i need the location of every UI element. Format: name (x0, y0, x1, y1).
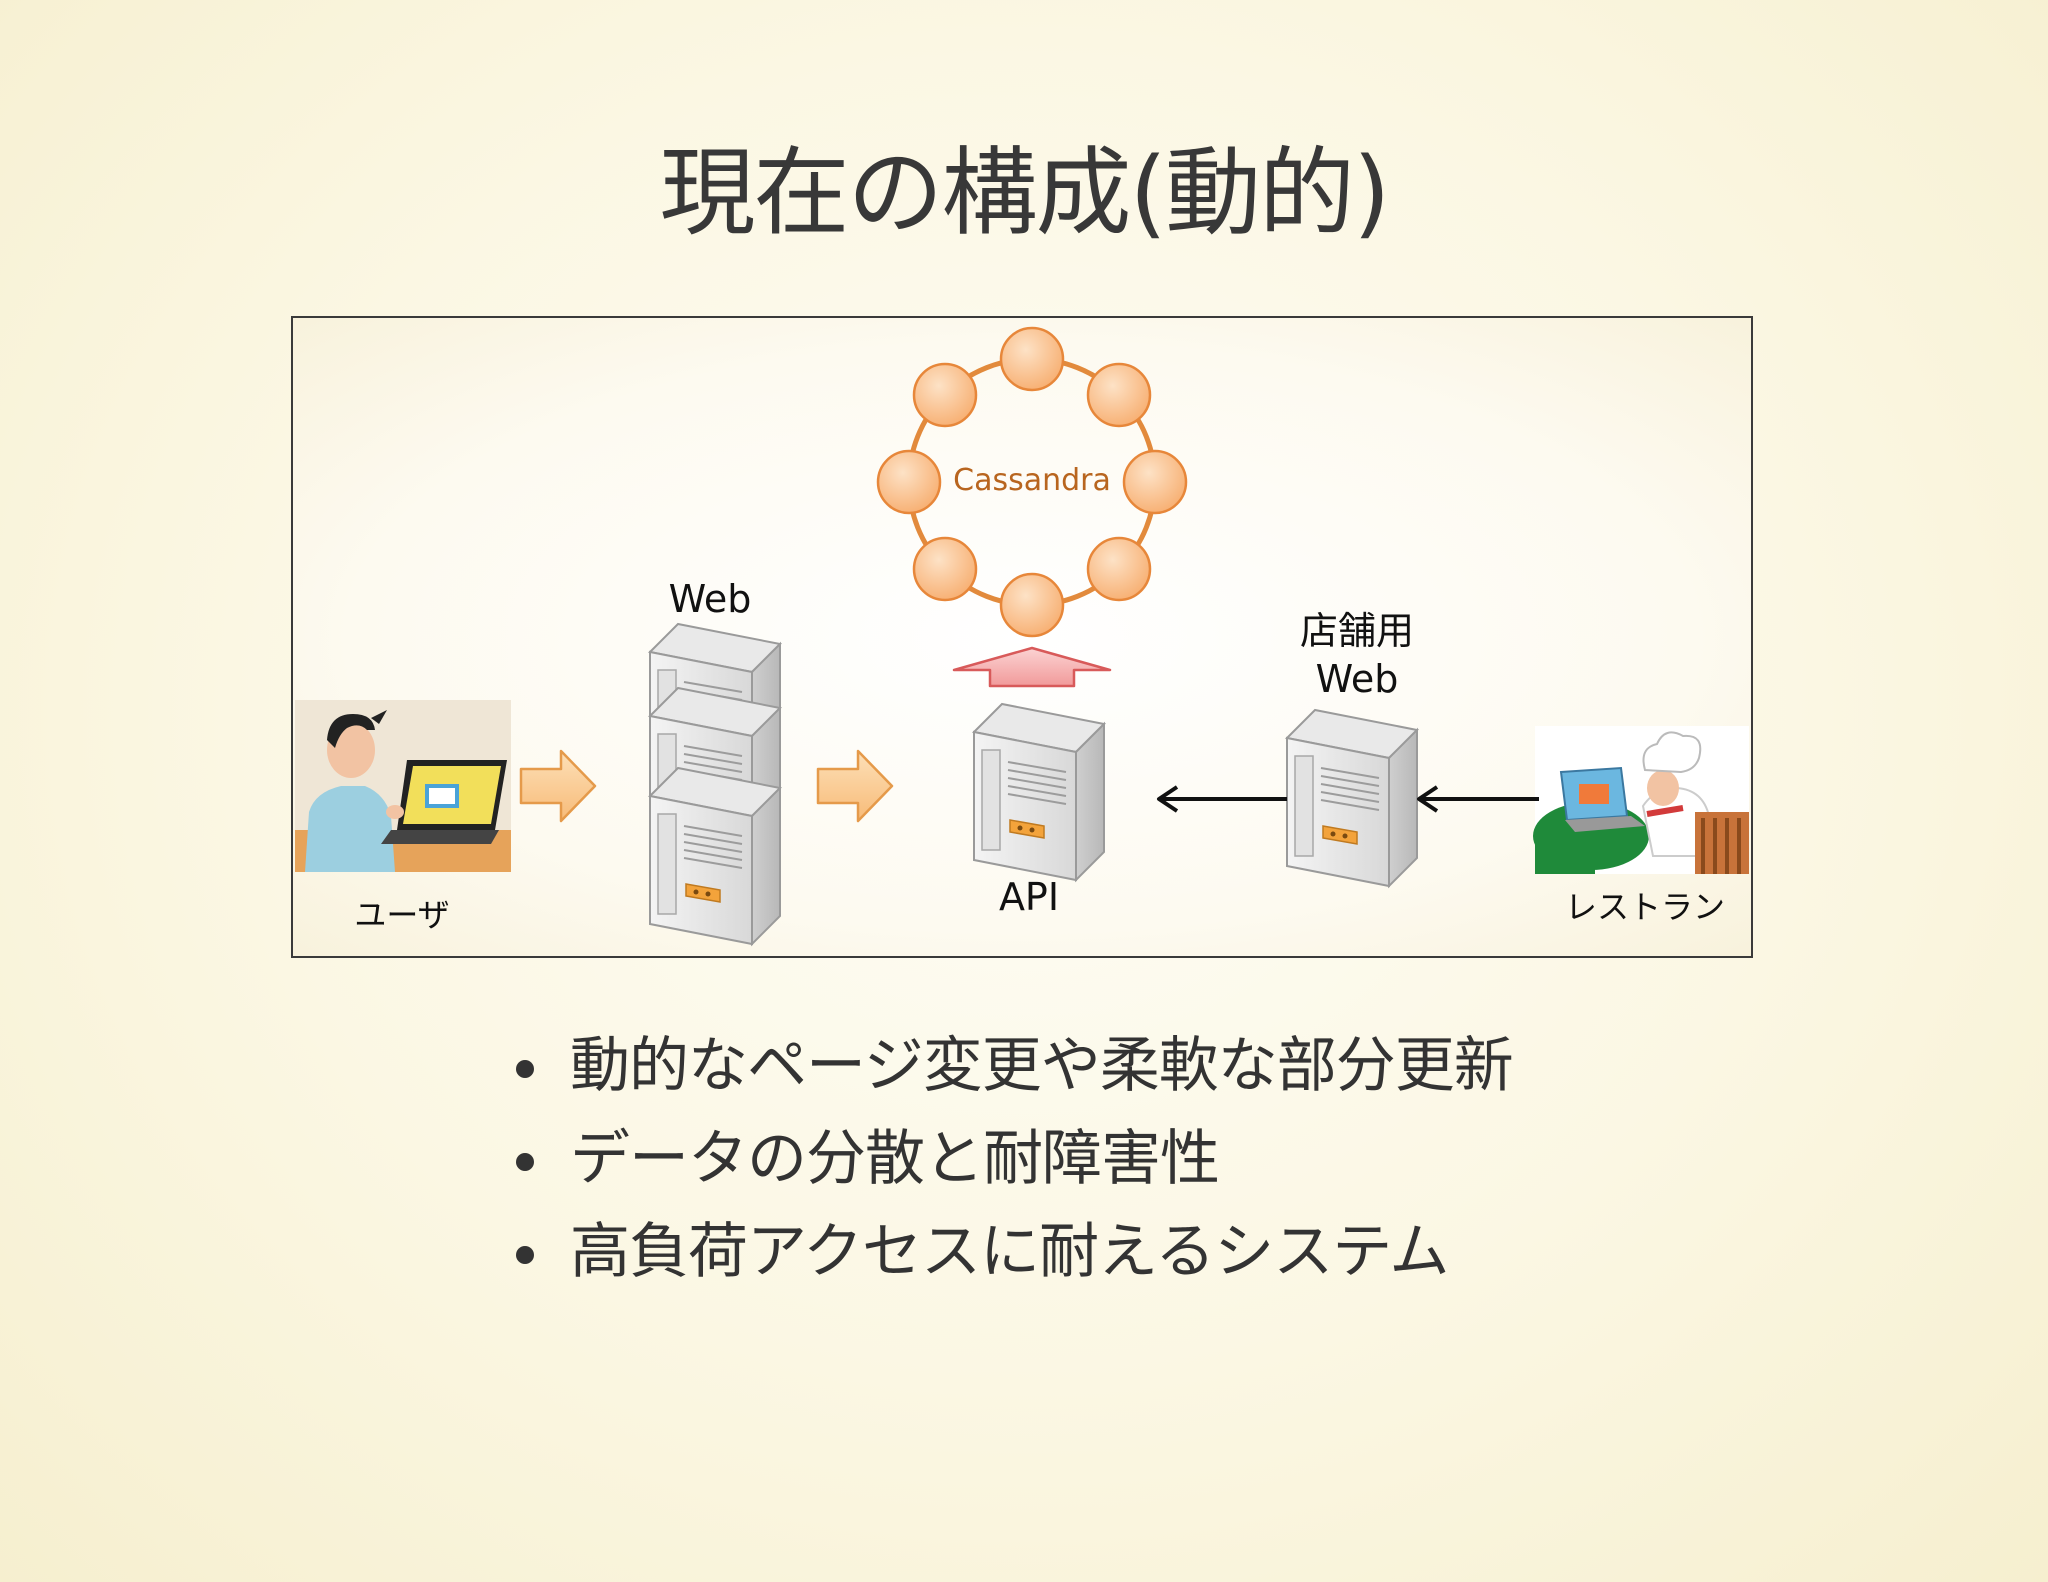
left-arrow-icon (1157, 785, 1287, 813)
api-server-icon (973, 703, 1105, 881)
restaurant-label: レストラン (1564, 888, 1725, 926)
store-web-label-line2: Web (1315, 657, 1399, 701)
cassandra-node (1122, 449, 1188, 515)
user-label: ユーザ (354, 896, 450, 934)
diagram-canvas (295, 326, 1749, 945)
slide-title: 現在の構成(動的) (659, 137, 1391, 249)
user-illustration (295, 700, 511, 872)
bullet-item: 動的なページ変更や柔軟な部分更新 (512, 1020, 1812, 1113)
cassandra-node (912, 536, 978, 602)
left-arrow-icon (1417, 785, 1539, 813)
web-server-icon (649, 767, 781, 945)
cassandra-label: Cassandra (953, 463, 1111, 498)
web-server-stack (649, 623, 781, 945)
api-label: API (998, 875, 1060, 919)
store-web-label-line1: 店舗用 (1299, 609, 1414, 653)
cassandra-cluster (876, 326, 1188, 638)
cassandra-node (912, 362, 978, 428)
cassandra-node (1086, 362, 1152, 428)
architecture-diagram: Cassandra Web API 店舗用 Web ユーザ レストラン (291, 316, 1753, 958)
web-label: Web (668, 577, 752, 621)
cassandra-node (999, 326, 1065, 392)
right-arrow-icon (519, 749, 597, 823)
up-arrow-icon (952, 646, 1112, 688)
bullet-item: データの分散と耐障害性 (512, 1113, 1812, 1206)
cassandra-node (999, 572, 1065, 638)
restaurant-illustration (1533, 726, 1749, 874)
bullet-list: 動的なページ変更や柔軟な部分更新 データの分散と耐障害性 高負荷アクセスに耐える… (512, 1020, 1812, 1299)
cassandra-node (876, 449, 942, 515)
cassandra-node (1086, 536, 1152, 602)
right-arrow-icon (816, 749, 894, 823)
bullet-item: 高負荷アクセスに耐えるシステム (512, 1206, 1812, 1299)
store-web-server-icon (1286, 709, 1418, 887)
